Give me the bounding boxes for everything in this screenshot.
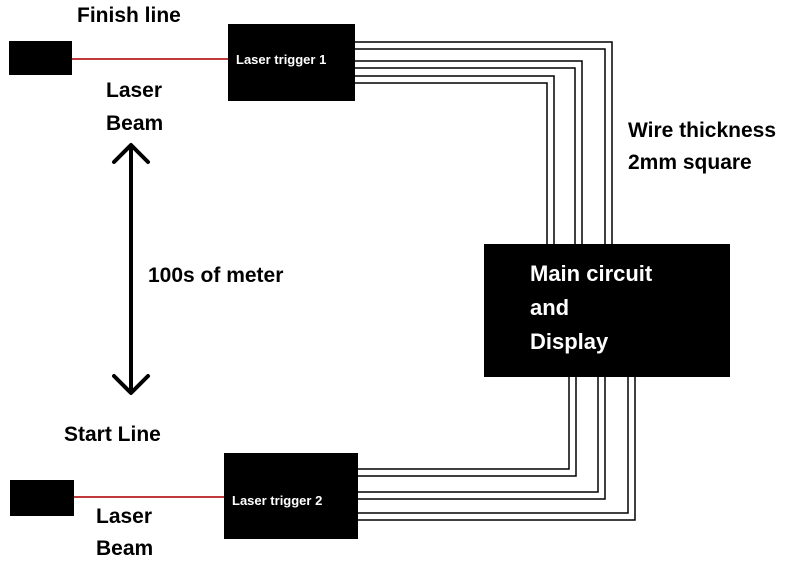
bottom-laser-beam-label-2: Beam xyxy=(96,537,154,560)
start-line-label: Start Line xyxy=(64,423,161,446)
main-circuit-label-1: Main circuit xyxy=(530,261,653,286)
wire-2-inner xyxy=(355,67,576,244)
wire-4-outer xyxy=(358,377,636,521)
wire-6-outer xyxy=(358,377,577,477)
wire-3-inner xyxy=(355,82,548,244)
laser-trigger-2-box xyxy=(224,453,358,539)
finish-line-label: Finish line xyxy=(77,4,181,27)
wires-trigger2 xyxy=(358,377,636,521)
wire-1-inner xyxy=(355,48,606,244)
wire-3-outer xyxy=(355,75,555,244)
laser-trigger-1-label: Laser trigger 1 xyxy=(236,52,327,67)
double-headed-arrow-icon xyxy=(112,143,150,395)
bottom-laser-emitter xyxy=(10,480,74,516)
wire-1-outer xyxy=(355,41,613,244)
main-circuit-label-2: and xyxy=(530,295,570,320)
top-laser-beam-label-2: Beam xyxy=(106,112,164,135)
wire-5-inner xyxy=(358,377,599,493)
wire-4-inner xyxy=(358,377,629,514)
wires-trigger1 xyxy=(355,41,613,244)
wire-2-outer xyxy=(355,60,583,244)
laser-trigger-2-label: Laser trigger 2 xyxy=(232,493,323,508)
distance-label: 100s of meter xyxy=(148,264,284,287)
wire-thickness-label-2: 2mm square xyxy=(628,151,752,174)
top-laser-beam-label-1: Laser xyxy=(106,79,163,102)
wire-6-inner xyxy=(358,377,570,470)
main-circuit-box xyxy=(484,244,730,377)
top-laser-emitter xyxy=(9,41,72,75)
bottom-laser-beam-label-1: Laser xyxy=(96,505,153,528)
wire-thickness-label-1: Wire thickness xyxy=(628,119,777,142)
laser-trigger-1-box xyxy=(228,24,355,101)
wire-5-outer xyxy=(358,377,606,500)
main-circuit-label-3: Display xyxy=(530,329,609,354)
